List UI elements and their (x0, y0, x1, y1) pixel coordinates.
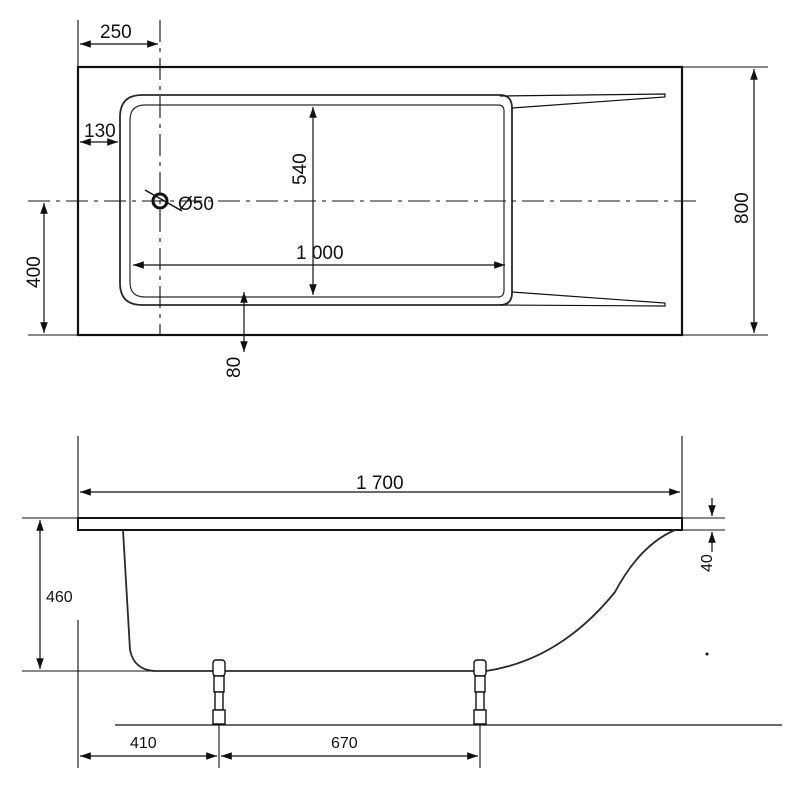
label-540: 540 (290, 153, 311, 185)
label-drain-50: Ø50 (178, 194, 214, 215)
label-130: 130 (84, 121, 116, 142)
label-1000: 1 000 (296, 243, 344, 264)
top-view (28, 20, 768, 352)
basin-inner-outline (129, 104, 505, 298)
drain-leader (144, 189, 183, 212)
label-80: 80 (224, 357, 245, 378)
tub-rim-side (77, 517, 683, 531)
label-460: 460 (46, 589, 73, 606)
label-40: 40 (699, 554, 716, 572)
label-400: 400 (24, 256, 45, 288)
leg-right (473, 659, 487, 725)
drain-circle (151, 192, 169, 210)
label-410: 410 (130, 735, 157, 752)
label-1700: 1 700 (356, 473, 404, 494)
label-250: 250 (100, 22, 132, 43)
label-670: 670 (331, 735, 358, 752)
backrest-slope-top (499, 93, 666, 109)
side-view (22, 436, 782, 768)
tub-body-side (122, 529, 676, 672)
leg-left (212, 659, 226, 725)
label-800: 800 (732, 192, 753, 224)
stray-dot (705, 652, 709, 656)
backrest-slope-bottom (499, 291, 666, 307)
